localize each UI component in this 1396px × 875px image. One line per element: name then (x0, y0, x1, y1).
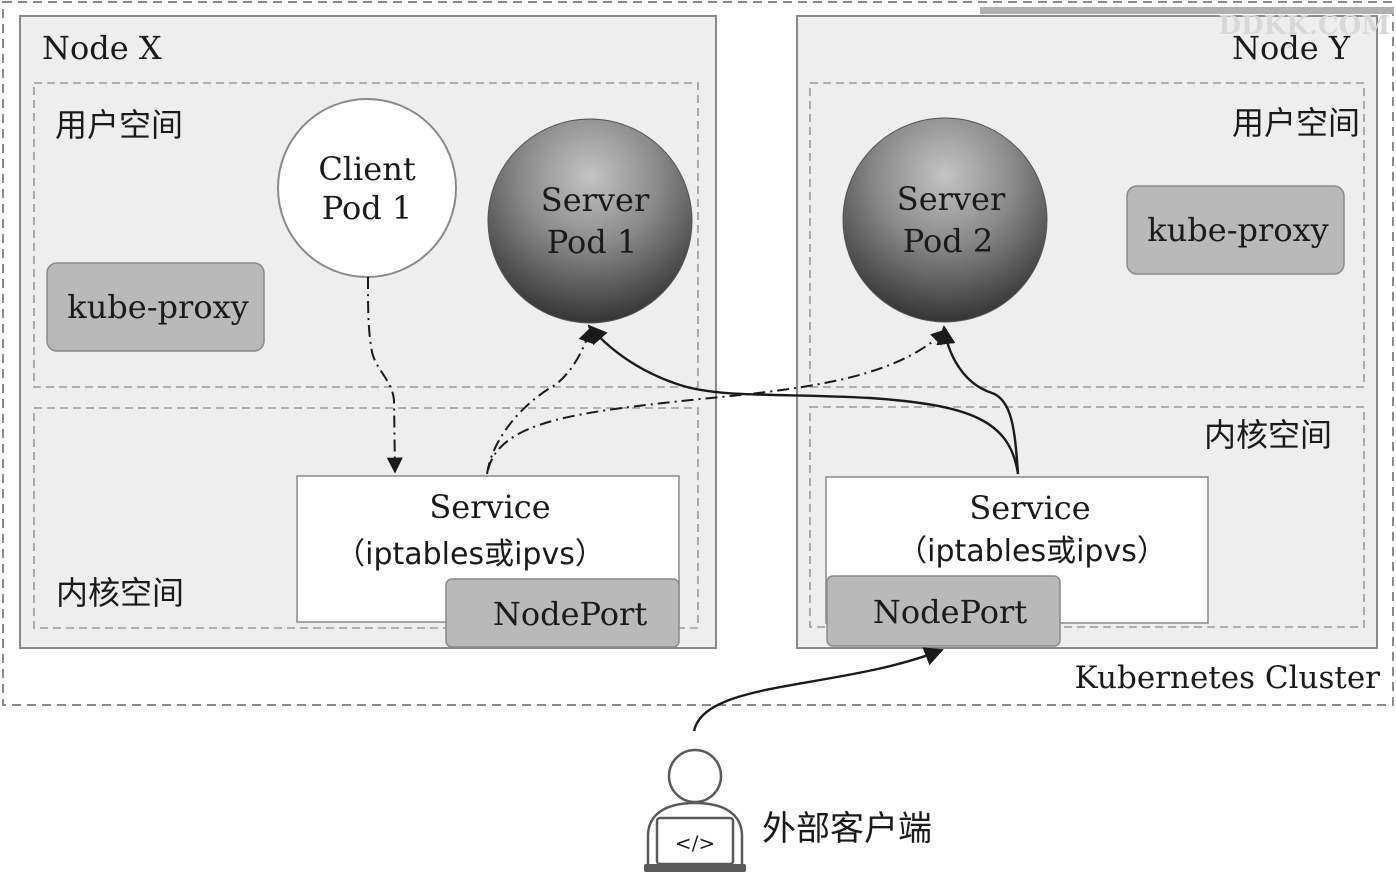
client-pod-1-line1: Client (318, 150, 416, 188)
node-x-kernel-space-box (33, 407, 699, 629)
node-x-nodeport-label: NodePort (493, 595, 647, 633)
node-x-nodeport[interactable] (445, 578, 680, 648)
watermark-text: DDKK.COM (1219, 11, 1390, 41)
client-pod-1[interactable] (277, 98, 457, 278)
node-y-kube-proxy-label: kube-proxy (1147, 211, 1328, 249)
node-y-kube-proxy[interactable] (1126, 185, 1345, 275)
node-y-service-line2: （iptables或ipvs） (897, 534, 1167, 569)
node-y-kernel-space-label: 内核空间 (1204, 416, 1332, 454)
node-y-label: Node Y (1232, 29, 1351, 67)
node-x-kernel-space-label: 内核空间 (56, 574, 184, 612)
node-x-kube-proxy[interactable] (46, 262, 265, 352)
server-pod-2-line2: Pod 2 (903, 222, 994, 260)
arrow-client-to-service-x (367, 276, 403, 474)
node-y-user-space-label: 用户空间 (1232, 104, 1360, 142)
cluster-label: Kubernetes Cluster (1075, 660, 1381, 696)
external-client: </> 外部客户端 (644, 748, 932, 872)
node-y-nodeport[interactable] (826, 575, 1061, 647)
node-x-user-space-label: 用户空间 (55, 106, 183, 144)
node-x: Node X 用户空间 内核空间 Client Pod 1 Server Pod… (19, 15, 717, 649)
node-y-service-line1: Service (969, 489, 1090, 527)
client-pod-1-line2: Pod 1 (322, 189, 413, 227)
watermark: DDKK.COM (980, 7, 1394, 41)
node-y-user-space-box (809, 82, 1365, 388)
server-pod-2[interactable] (842, 117, 1048, 323)
external-client-label: 外部客户端 (762, 809, 932, 849)
person-head-icon (667, 748, 723, 804)
node-x-user-space-box (33, 82, 699, 388)
server-pod-1-line1: Server (541, 181, 650, 219)
code-glyph-icon: </> (675, 831, 715, 855)
server-pod-2-line1: Server (897, 180, 1006, 218)
arrow-service-x-to-server-pod-2 (487, 328, 948, 471)
arrow-service-x-to-server-pod-1 (486, 326, 594, 475)
node-x-kube-proxy-label: kube-proxy (67, 288, 248, 326)
developer-laptop-icon: </> (644, 748, 746, 872)
node-y-kernel-space-box (809, 406, 1365, 628)
arrow-service-y-to-server-pod-2 (936, 325, 1020, 475)
server-pod-1-line2: Pod 1 (547, 223, 638, 261)
arrow-external-client-to-nodeport-y (692, 647, 944, 732)
laptop-base-icon (644, 864, 746, 872)
node-y: Node Y 用户空间 内核空间 Server Pod 2 kube-proxy… (796, 15, 1378, 649)
arrow-service-y-to-server-pod-1 (587, 324, 1020, 475)
watermark-bar (980, 7, 1394, 14)
kubernetes-cluster-boundary (2, 1, 1394, 706)
server-pod-1[interactable] (487, 118, 693, 324)
node-y-nodeport-label: NodePort (873, 593, 1027, 631)
node-x-label: Node X (42, 29, 162, 67)
node-x-service-line1: Service (429, 488, 550, 526)
node-x-service-line2: （iptables或ipvs） (335, 537, 605, 572)
